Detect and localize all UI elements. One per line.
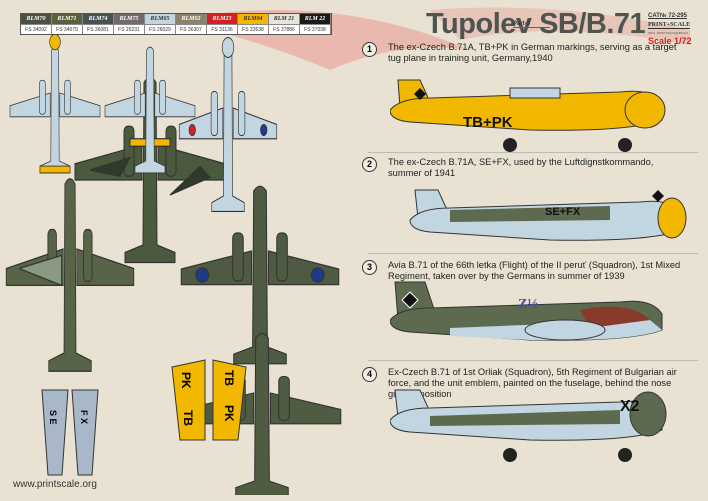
profile-3 — [390, 281, 663, 341]
chip-name: RLM71 — [52, 14, 83, 24]
profile-number-3: 3 — [362, 260, 377, 275]
profile-4 — [390, 389, 667, 462]
chip-fs: FS 36081 — [83, 24, 114, 34]
yellow-wing-decal-2 — [212, 359, 247, 441]
wing-decal-text-2b: PK — [222, 405, 236, 422]
divider — [368, 253, 698, 254]
chip-name: RLM23 — [207, 14, 238, 24]
profile-number-1: 1 — [362, 42, 377, 57]
chip-fs: FS 36307 — [176, 24, 207, 34]
chip-fs: FS 34079 — [52, 24, 83, 34]
plane-top-1 — [9, 35, 101, 174]
plane-top-3 — [178, 37, 278, 212]
yellow-wing-decal-1 — [171, 359, 206, 441]
divider — [368, 152, 698, 153]
page-title: Tupolev SB/B.71 — [426, 8, 646, 40]
plane-bottom-3 — [5, 178, 135, 372]
profile-code-3: Z½ — [518, 297, 538, 312]
chip-name: RLM 22 — [300, 14, 331, 24]
top-views — [5, 35, 342, 495]
wing-decal-text-2: TB — [222, 370, 236, 386]
plane-bottom-4 — [182, 333, 342, 495]
plane-bottom-2 — [180, 185, 340, 365]
chip-fs: FS 37038 — [300, 24, 331, 34]
part-label: Part-3 — [513, 21, 551, 28]
brand-logo: PRINT+SCALE — [648, 22, 691, 29]
chip-name: RLM02 — [176, 14, 207, 24]
profile-2 — [409, 189, 687, 241]
profile-1 — [390, 79, 666, 152]
wing-decal-text-1b: TB — [181, 410, 195, 426]
chip-fs: FS 26231 — [114, 24, 145, 34]
profile-caption-3: Avia B.71 of the 66th letka (Flight) of … — [388, 260, 681, 281]
chip-name: RLM 21 — [269, 14, 300, 24]
chip-name: RLM75 — [114, 14, 145, 24]
chip-fs: FS 31136 — [207, 24, 238, 34]
fin-decal-text-2: F X — [79, 410, 89, 425]
chip-name: RLM70 — [21, 14, 52, 24]
fin-decal-1 — [41, 389, 69, 476]
wing-decal-text-1: PK — [179, 372, 193, 389]
chip-fs: FS 34092 — [21, 24, 52, 34]
chip-fs: FS 26029 — [145, 24, 176, 34]
chip-name: RLM74 — [83, 14, 114, 24]
profile-number-4: 4 — [362, 367, 377, 382]
contact-email: INFO_PRINTSCALE@BK.RU — [648, 31, 688, 35]
scale-label: Scale 1/72 — [648, 36, 692, 46]
chip-fs: FS 33538 — [238, 24, 269, 34]
chip-fs: FS 37886 — [269, 24, 300, 34]
catalog-number: CAT№ 72-295 — [648, 13, 687, 19]
chip-name: RLM04 — [238, 14, 269, 24]
profile-code-2: SE+FX — [545, 206, 581, 218]
divider — [368, 360, 698, 361]
side-profiles — [390, 79, 687, 462]
fin-decal-text-1: S E — [48, 410, 58, 425]
profile-code-1: TB+PK — [463, 114, 513, 131]
fin-decal-2 — [71, 389, 99, 476]
profile-code-4: X2 — [620, 398, 640, 415]
profile-number-2: 2 — [362, 157, 377, 172]
chip-name: RLM65 — [145, 14, 176, 24]
profile-caption-2: The ex-Czech B.71A, SE+FX, used by the L… — [388, 157, 654, 178]
website-link[interactable]: www.printscale.org — [13, 479, 97, 490]
profile-caption-1: The ex-Czech B.71A, TB+PK in German mark… — [388, 42, 677, 63]
